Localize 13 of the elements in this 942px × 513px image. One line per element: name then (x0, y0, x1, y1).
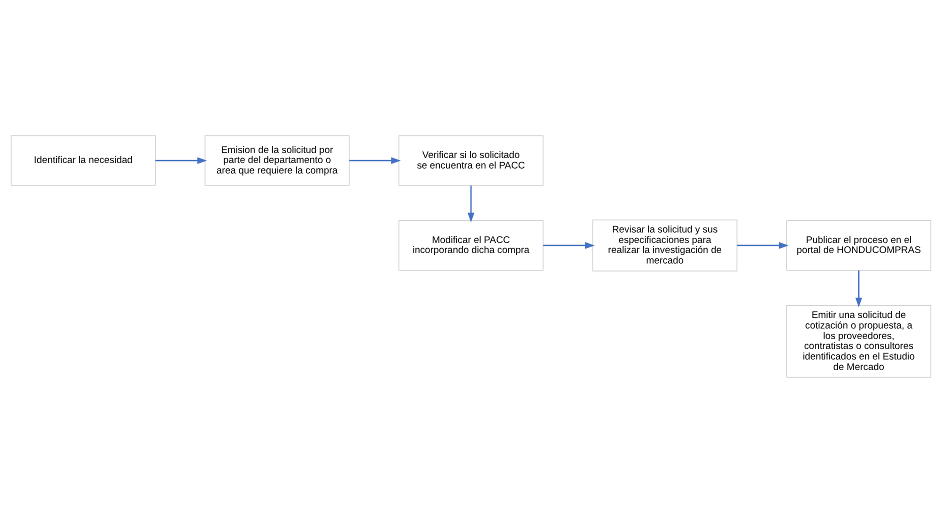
node-box: Verificar si lo solicitado se encuentra en el PACC (398, 135, 544, 186)
node-box: Emitir una solicitud de cotización o propuesta, a los proveedores, contratistas o consultores identificados en el Estudio de Mercado (786, 305, 932, 378)
arrow (155, 157, 207, 164)
arrow (855, 270, 862, 308)
arrow (543, 242, 595, 249)
arrow (737, 242, 789, 249)
node-box: Identificar la necesidad (10, 135, 156, 186)
arrow (468, 186, 474, 222)
node-box: Publicar el proceso en el portal de HONDUCOMPRAS (786, 220, 932, 271)
node-box: Modificar el PACC incorporando dicha compra (398, 220, 544, 271)
node-box: Emision de la solicitud por parte del departamento o area que requiere la compra (204, 135, 350, 186)
arrow (349, 157, 401, 164)
node-box: Revisar la solicitud y sus especificaciones para realizar la investigación de mercado (592, 220, 738, 272)
